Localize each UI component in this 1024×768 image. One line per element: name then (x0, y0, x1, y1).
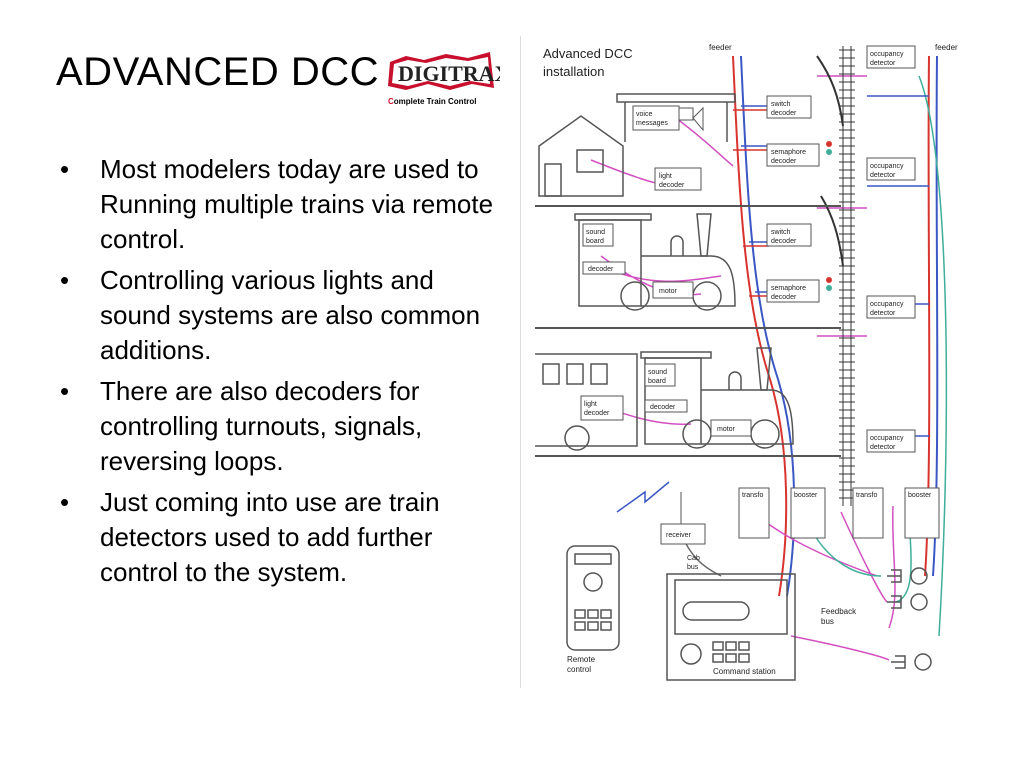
diagram-canvas: Advanced DCC installation feeder feeder … (535, 43, 958, 681)
command-station-label: Command station (713, 667, 776, 676)
bullet-list: •Most modelers today are used to Running… (58, 152, 508, 596)
receiver-label: receiver (666, 532, 692, 539)
diagram-title-line2: installation (543, 64, 604, 79)
house-icon (538, 115, 624, 197)
booster-1-label: booster (794, 492, 818, 499)
bullet-glyph: • (60, 265, 70, 295)
bullet-glyph: • (60, 376, 70, 406)
sound-board-label-1: sound (586, 229, 605, 236)
remote-control-icon (566, 545, 620, 651)
semaphore-decoder-1-label-1: semaphore (771, 149, 806, 156)
feeder-label-left: feeder (709, 43, 732, 52)
signal-light-icon (826, 141, 832, 147)
switch-decoder-1-label-2: decoder (771, 110, 797, 117)
semaphore-decoder-2-label-2: decoder (771, 294, 797, 301)
signal-light-icon (826, 149, 832, 155)
light-decoder-label-2: decoder (659, 182, 685, 189)
motor-label: motor (659, 288, 678, 295)
semaphore-decoder-1-label-2: decoder (771, 158, 797, 165)
transfo-1-label: transfo (742, 492, 764, 499)
occupancy-4-label-1: occupancy (870, 435, 904, 442)
light-decoder-label-1: light (659, 173, 672, 180)
dcc-installation-diagram: Advanced DCC installation feeder feeder … (520, 36, 969, 688)
sound-board-2-label-2: board (648, 378, 666, 385)
light-decoder-2-label-1: light (584, 401, 597, 408)
coach (535, 353, 638, 451)
cab-bus-label-1: Cab (687, 555, 700, 562)
occupancy-2-label-1: occupancy (870, 163, 904, 170)
cab-bus-label-2: bus (687, 564, 699, 571)
occupancy-2-label-2: detector (870, 172, 896, 179)
occupancy-1-label-2: detector (870, 60, 896, 67)
signal-light-icon (826, 285, 832, 291)
decoder-2-label: decoder (650, 404, 676, 411)
station-roof (616, 93, 736, 142)
remote-label-2: control (567, 665, 591, 674)
logo-emblem: DIGITRAX (388, 52, 511, 90)
transfo-2-label: transfo (856, 492, 878, 499)
motor-2-label: motor (717, 426, 736, 433)
switch-decoder-2-label-2: decoder (771, 238, 797, 245)
bullet-item: •There are also decoders for controlling… (60, 376, 423, 476)
bullet-item: •Just coming into use are train detector… (60, 487, 440, 587)
feedback-bus-label-1: Feedback (821, 607, 857, 616)
occupancy-1-label-1: occupancy (870, 51, 904, 58)
digitrax-logo: DIGITRAX Complete Train Control (384, 48, 511, 112)
occupancy-3-label-1: occupancy (870, 301, 904, 308)
power-plug-icon (887, 567, 932, 671)
occupancy-4-label-2: detector (870, 444, 896, 451)
bullet-glyph: • (60, 154, 70, 184)
sound-board-label-2: board (586, 238, 604, 245)
switch-decoder-1-label-1: switch (771, 101, 791, 108)
bullet-item: •Controlling various lights and sound sy… (60, 265, 481, 365)
slide-title: ADVANCED DCC (56, 50, 380, 94)
feedback-bus-label-2: bus (821, 617, 834, 626)
logo-wordmark: DIGITRAX (398, 61, 500, 86)
light-decoder-2-label-2: decoder (584, 410, 610, 417)
booster-2-label: booster (908, 492, 932, 499)
wireless-signal-icon (616, 481, 670, 513)
voice-label-1: voice (636, 111, 652, 118)
occupancy-3-label-2: detector (870, 310, 896, 317)
switch-decoder-2-label-1: switch (771, 229, 791, 236)
speaker-icon (692, 106, 704, 132)
voice-label-2: messages (636, 120, 668, 127)
signal-light-icon (826, 277, 832, 283)
semaphore-decoder-2-label-1: semaphore (771, 285, 806, 292)
bullet-item: •Most modelers today are used to Running… (60, 154, 494, 254)
diagram-title-line1: Advanced DCC (543, 46, 633, 61)
feeder-label-right: feeder (935, 43, 958, 52)
logo-tagline: Complete Train Control (388, 97, 477, 106)
remote-label-1: Remote (567, 655, 596, 664)
command-station-icon (666, 573, 796, 681)
sound-board-2-label-1: sound (648, 369, 667, 376)
decoder-label: decoder (588, 266, 614, 273)
bullet-glyph: • (60, 487, 70, 517)
